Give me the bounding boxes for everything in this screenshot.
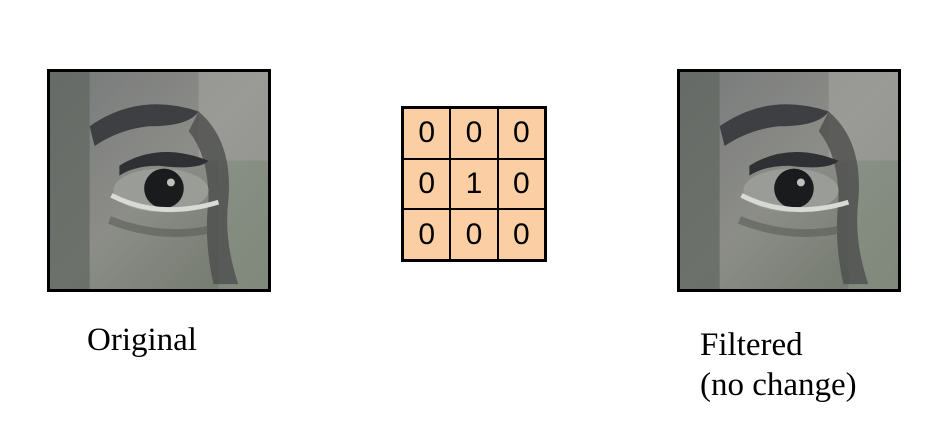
filtered-eye-image: [677, 69, 901, 292]
filtered-caption: Filtered (no change): [700, 325, 857, 405]
kernel-cell: 0: [497, 158, 545, 210]
kernel-cell: 0: [403, 108, 451, 159]
filtered-caption-line1: Filtered: [700, 327, 803, 363]
kernel-cell: 0: [403, 158, 451, 210]
kernel-cell: 0: [403, 209, 451, 260]
original-eye-image: [47, 69, 271, 292]
filtered-caption-line2: (no change): [700, 367, 857, 403]
filter-kernel-grid: 0 0 0 0 1 0 0 0 0: [401, 106, 547, 262]
original-eye-picture: [50, 72, 268, 289]
kernel-cell: 0: [450, 108, 498, 159]
kernel-cell-center: 1: [450, 158, 498, 210]
kernel-cell: 0: [497, 108, 545, 159]
original-caption: Original: [87, 322, 197, 358]
filtered-eye-picture: [680, 72, 898, 289]
kernel-cell: 0: [497, 209, 545, 260]
kernel-cell: 0: [450, 209, 498, 260]
